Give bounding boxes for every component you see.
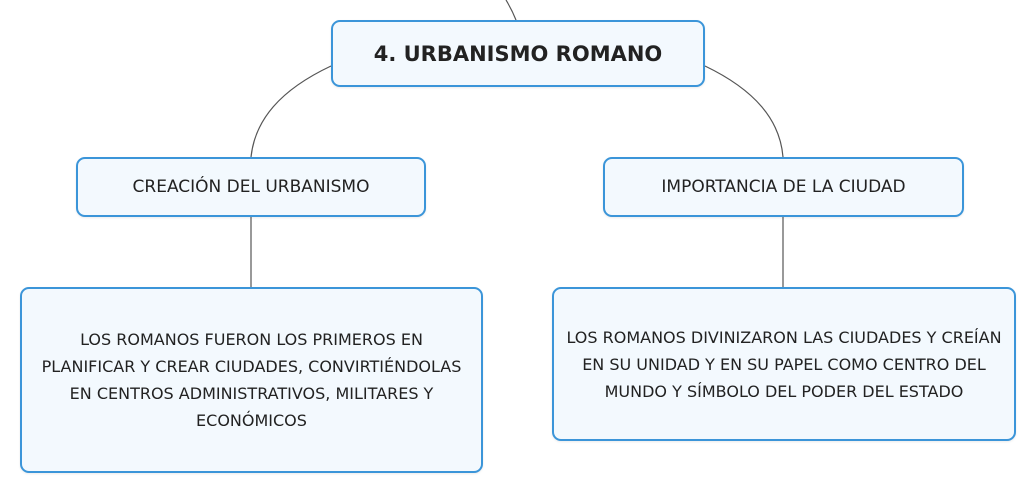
branch-node-creacion[interactable]: CREACIÓN DEL URBANISMO: [76, 157, 426, 217]
branch-node-label: IMPORTANCIA DE LA CIUDAD: [661, 177, 906, 197]
connector-incoming: [505, 0, 517, 21]
connector-root-to-left-branch: [250, 65, 332, 158]
root-node-label: 4. URBANISMO ROMANO: [373, 41, 663, 66]
branch-node-label: CREACIÓN DEL URBANISMO: [132, 177, 370, 197]
leaf-node-creacion-detail[interactable]: LOS ROMANOS FUERON LOS PRIMEROS EN PLANI…: [20, 287, 483, 473]
connector-root-to-right-branch: [704, 65, 784, 158]
leaf-node-text: LOS ROMANOS FUERON LOS PRIMEROS EN PLANI…: [41, 330, 462, 430]
branch-node-importancia[interactable]: IMPORTANCIA DE LA CIUDAD: [603, 157, 964, 217]
leaf-node-text: LOS ROMANOS DIVINIZARON LAS CIUDADES Y C…: [566, 327, 1002, 401]
root-node[interactable]: 4. URBANISMO ROMANO: [331, 20, 705, 87]
leaf-node-importancia-detail[interactable]: LOS ROMANOS DIVINIZARON LAS CIUDADES Y C…: [552, 287, 1016, 441]
